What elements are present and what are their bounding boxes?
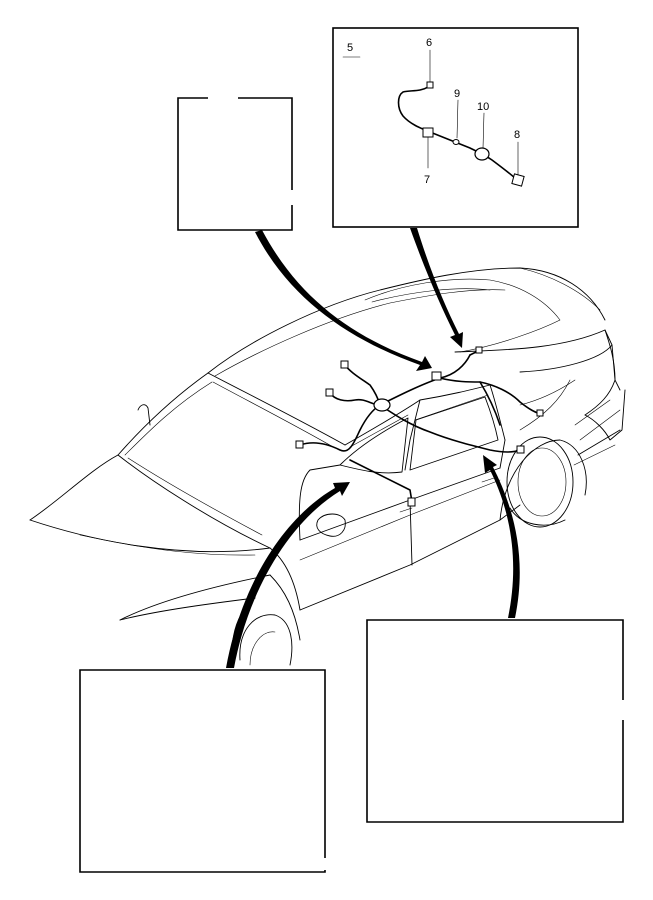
part-label-6: 6 [426,37,432,49]
pointer-arrow-bottom-right [483,455,520,618]
car-outline [29,267,626,666]
part-label-9: 9 [454,88,460,100]
callout-box-top-left [177,95,295,231]
part-label-7: 7 [424,174,430,186]
pointer-arrows [226,228,520,668]
detail-callout-box [332,27,579,228]
callout-box-bottom-left [79,669,328,873]
pointer-arrow-bottom-left [226,482,350,668]
callout-box-bottom-right [366,619,627,823]
group-label-5: 5 [347,42,353,54]
part-label-8: 8 [514,129,520,141]
pointer-arrow-top-left [255,230,432,371]
part-label-10: 10 [477,101,489,113]
wiring-harness [295,346,544,507]
pointer-arrow-detail [410,228,463,348]
